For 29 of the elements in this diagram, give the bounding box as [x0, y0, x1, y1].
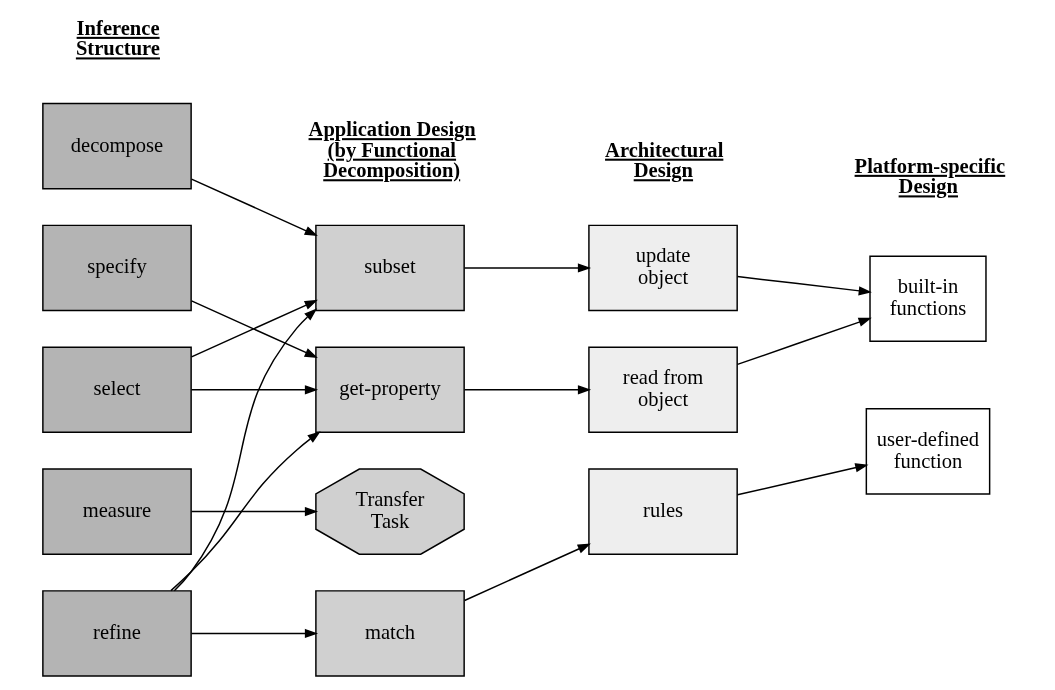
- node-box: get-property: [314, 346, 465, 434]
- arrow: [190, 628, 318, 639]
- arrow: [736, 275, 872, 296]
- node-box: rules: [587, 468, 738, 555]
- node-box: built-in functions: [868, 255, 987, 343]
- node-box: specify: [41, 224, 192, 312]
- node-box: decompose: [41, 102, 192, 190]
- node-box: refine: [41, 590, 192, 677]
- arrow: [463, 385, 591, 395]
- node-box: select: [41, 346, 192, 434]
- node-box: read from object: [587, 346, 738, 434]
- node-box: user-defined function: [865, 408, 990, 495]
- arrow: [463, 263, 591, 273]
- arrow: [190, 385, 318, 395]
- arrow: [190, 178, 318, 237]
- label: Platform-specific Design: [854, 154, 1005, 198]
- node-box: match: [314, 590, 465, 677]
- node-box: subset: [314, 224, 465, 312]
- arrow: [463, 543, 591, 602]
- arrow: [173, 308, 317, 592]
- node-box: measure: [41, 468, 192, 555]
- arrow: [736, 463, 868, 496]
- label: Inference Structure: [75, 16, 160, 60]
- arrow: [190, 506, 318, 517]
- arrow: [736, 317, 872, 366]
- label: Application Design (by Functional Decomposition): [308, 118, 476, 182]
- label: Architectural Design: [604, 138, 723, 182]
- arrow: [169, 431, 321, 592]
- node-box: update object: [587, 224, 738, 312]
